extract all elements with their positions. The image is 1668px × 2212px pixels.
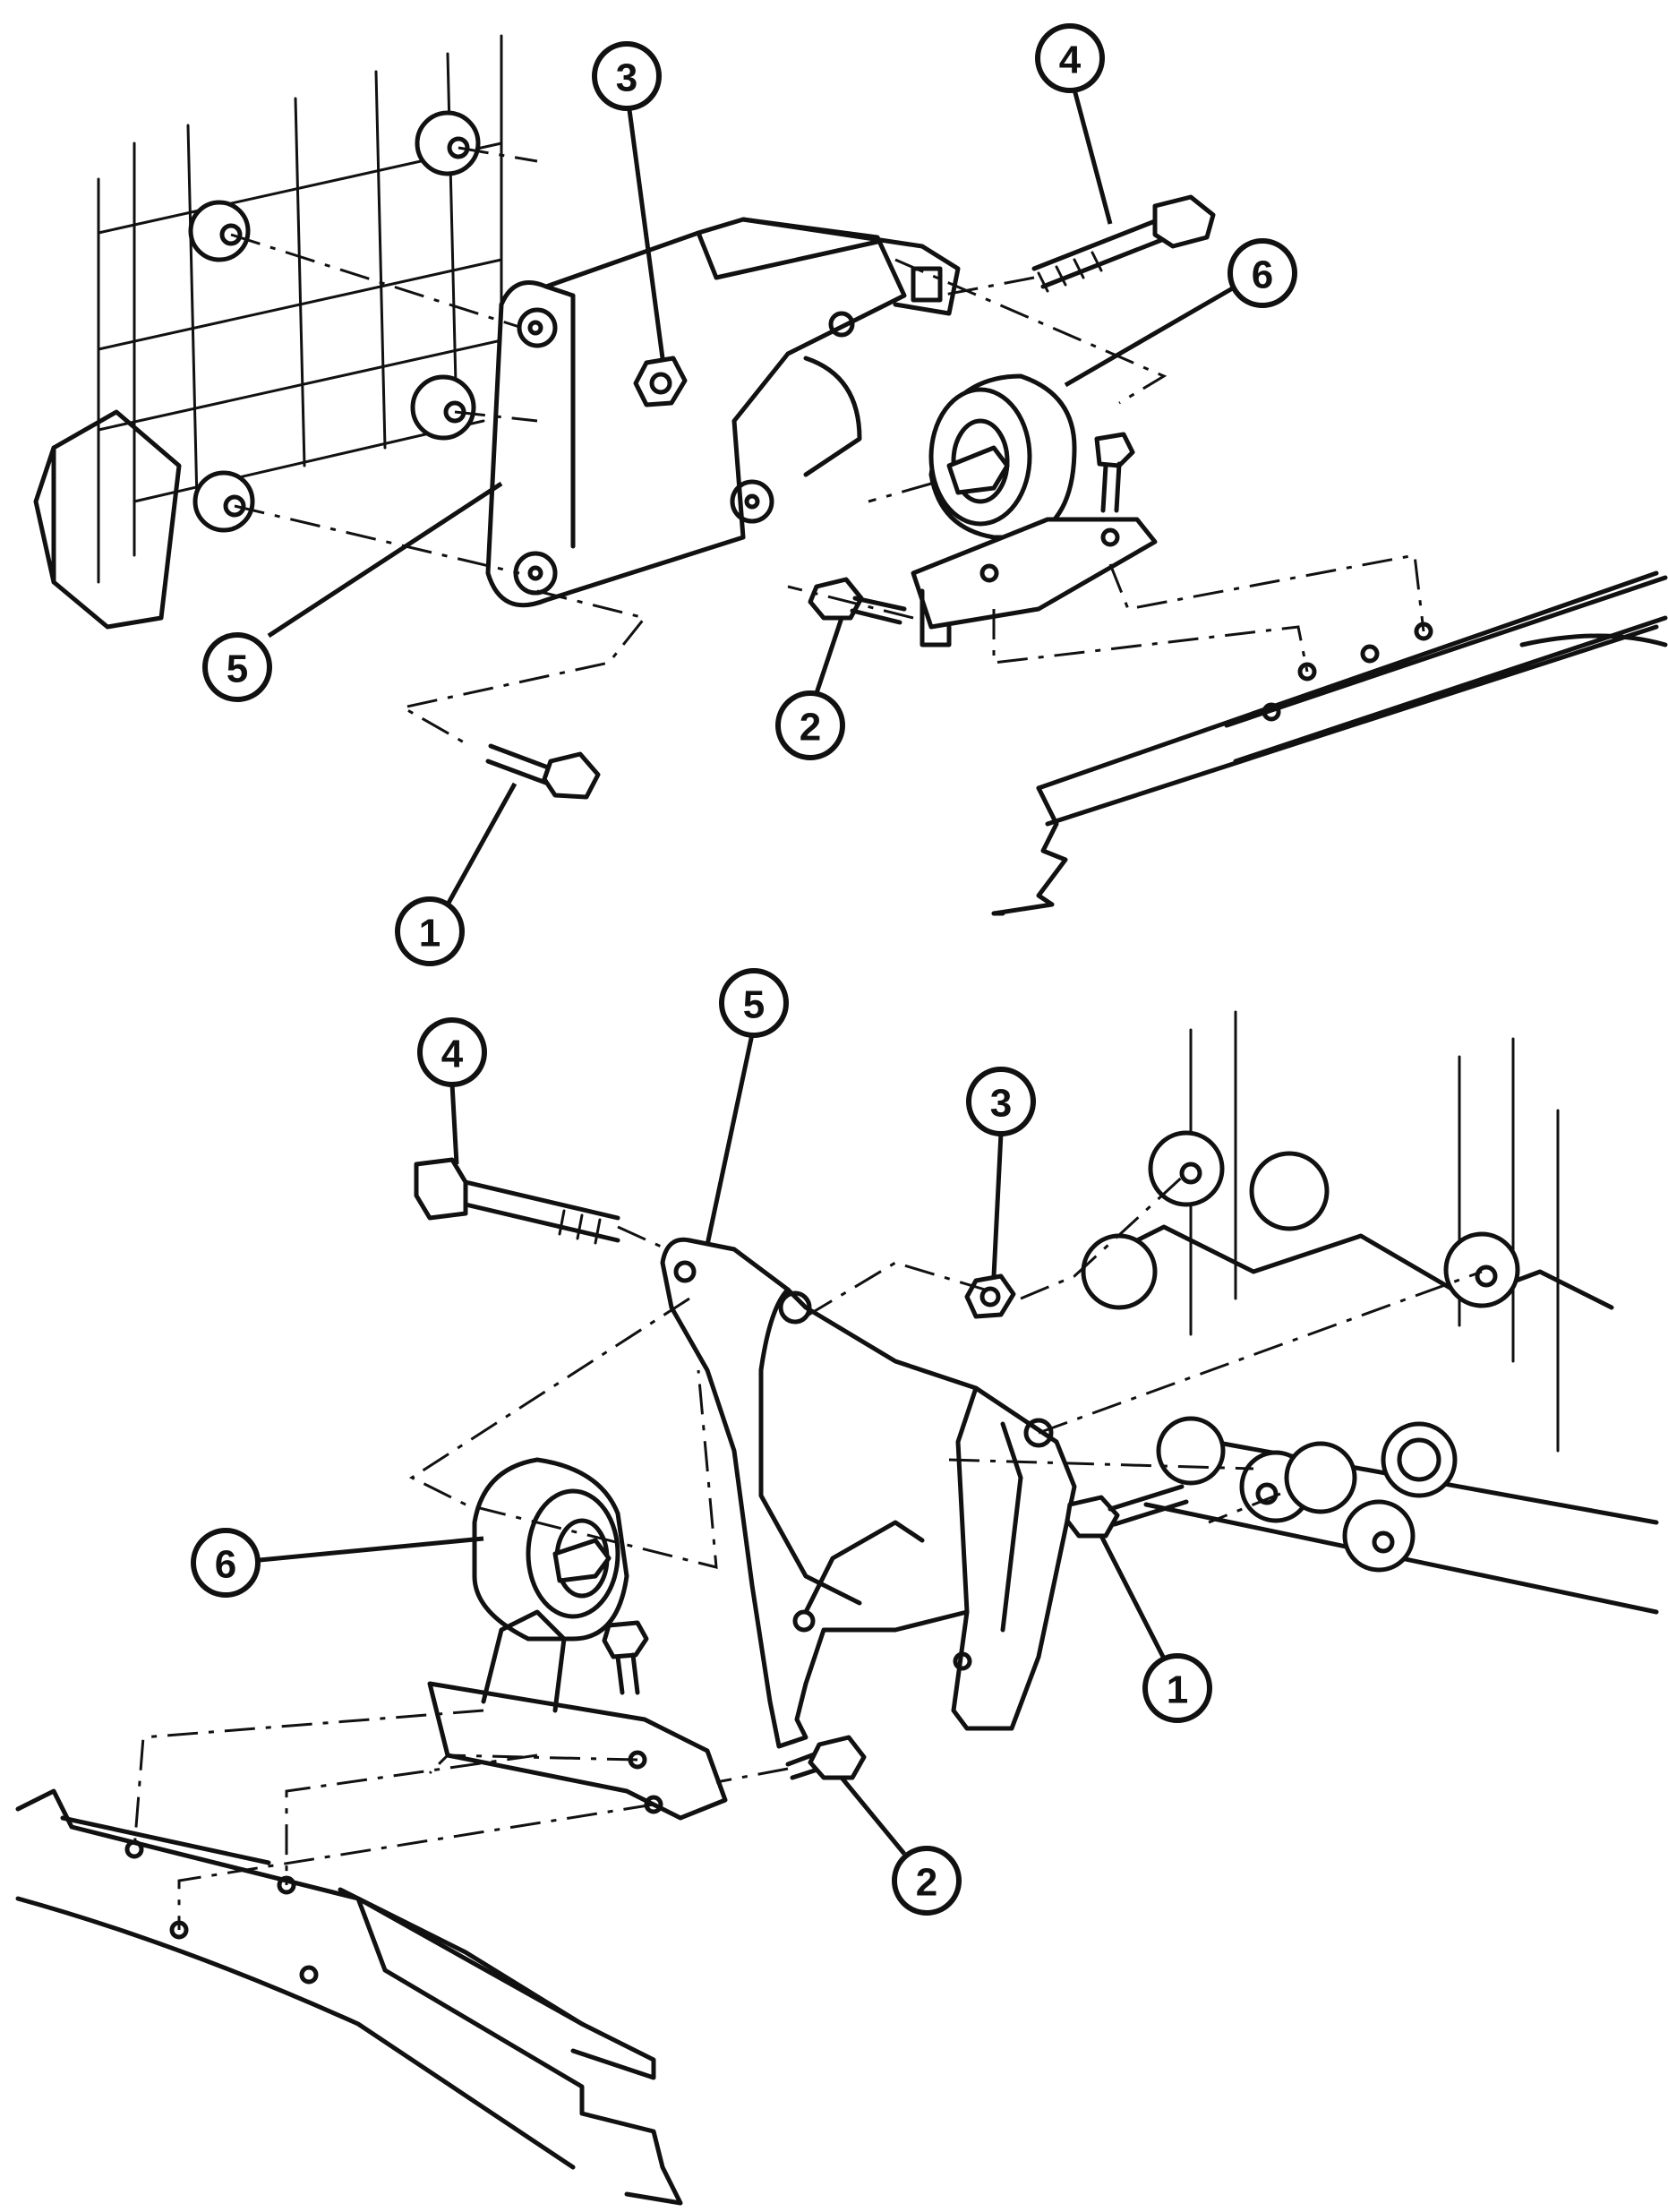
svg-text:6: 6 [215, 1543, 236, 1587]
top-callouts: 3 4 6 5 2 1 [202, 23, 1297, 966]
svg-text:4: 4 [441, 1033, 464, 1076]
svg-text:4: 4 [1059, 39, 1082, 82]
top-insulator [911, 373, 1158, 647]
callout-top-6: 6 [1227, 238, 1297, 308]
top-transmission-housing [33, 34, 503, 630]
callout-top-3: 3 [592, 41, 662, 111]
top-long-bolt [1031, 194, 1216, 293]
bottom-frame-rail [15, 1788, 683, 2206]
bottom-long-bolt [414, 1157, 620, 1245]
bottom-callouts: 5 4 3 6 1 2 [191, 968, 1212, 1916]
bottom-insulator [427, 1457, 728, 1821]
callout-top-1: 1 [395, 896, 465, 966]
top-bolt-vertical [1094, 432, 1135, 513]
svg-text:6: 6 [1252, 253, 1273, 297]
callout-bottom-4: 4 [417, 1017, 487, 1087]
top-assembly [33, 34, 1668, 916]
callout-top-2: 2 [775, 690, 845, 760]
svg-text:1: 1 [419, 912, 441, 956]
svg-text:1: 1 [1167, 1668, 1188, 1712]
top-nut [633, 356, 688, 407]
callout-bottom-6: 6 [191, 1528, 261, 1598]
bottom-bracket [660, 1237, 1077, 1749]
top-centerlines [230, 146, 1425, 745]
svg-text:3: 3 [616, 56, 637, 100]
svg-text:5: 5 [227, 647, 248, 691]
top-bracket [485, 217, 961, 608]
callout-bottom-5: 5 [719, 968, 789, 1038]
svg-text:2: 2 [916, 1861, 937, 1905]
callout-top-4: 4 [1035, 23, 1105, 93]
top-bolt-1 [485, 743, 601, 800]
bottom-bolt-1 [1065, 1484, 1189, 1539]
svg-text:5: 5 [743, 983, 765, 1027]
top-frame-rail [991, 570, 1668, 916]
callout-top-5: 5 [202, 632, 272, 702]
top-bolt-2 [808, 577, 907, 625]
bottom-nut [964, 1273, 1016, 1319]
callout-bottom-2: 2 [892, 1846, 962, 1916]
callout-bottom-3: 3 [966, 1067, 1036, 1136]
svg-text:2: 2 [800, 706, 821, 750]
bottom-transmission-housing [1081, 1010, 1659, 1615]
bottom-bolt-vertical [602, 1620, 649, 1695]
callout-bottom-1: 1 [1142, 1653, 1212, 1723]
svg-text:3: 3 [990, 1082, 1012, 1126]
bottom-assembly [15, 1010, 1659, 2206]
bottom-bolt-2 [785, 1735, 867, 1780]
bottom-centerlines [133, 1171, 1483, 1930]
